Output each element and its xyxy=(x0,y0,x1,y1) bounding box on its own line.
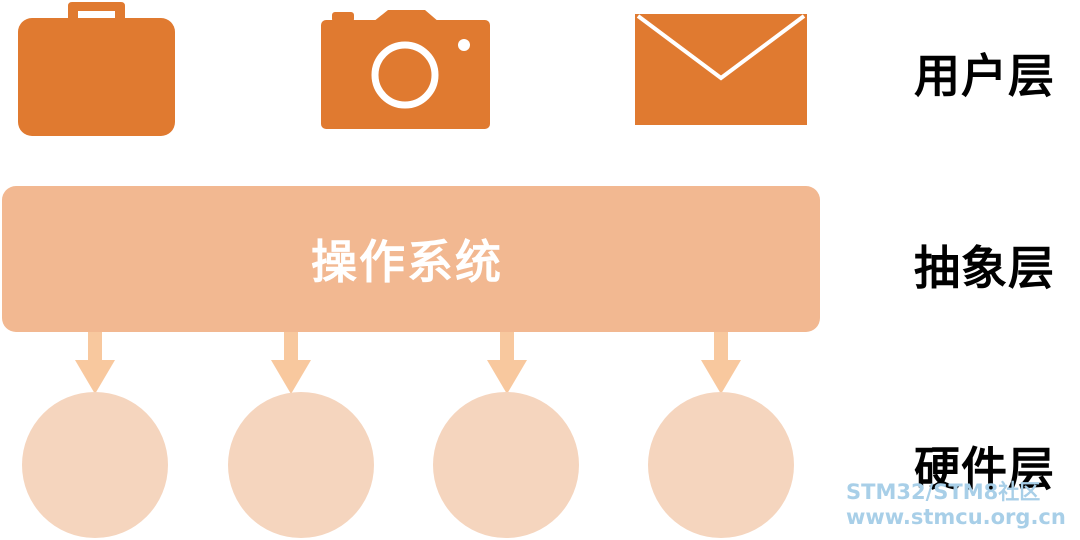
down-arrow-icon xyxy=(701,332,741,394)
hardware-layer-label: 硬件层 xyxy=(914,442,1055,496)
mail-icon xyxy=(635,14,807,125)
down-arrow-icon xyxy=(487,332,527,394)
hardware-device-circle xyxy=(433,392,579,538)
briefcase-icon xyxy=(18,2,175,136)
watermark: STM32/STM8社区 www.stmcu.org.cn xyxy=(846,480,1066,530)
down-arrow-icon xyxy=(271,332,311,394)
hardware-device-circle xyxy=(22,392,168,538)
camera-icon xyxy=(321,10,490,129)
watermark-line-2: www.stmcu.org.cn xyxy=(846,505,1066,529)
operating-system-box: 操作系统 xyxy=(2,186,820,332)
watermark-line-1: STM32/STM8社区 xyxy=(846,480,1041,504)
abstraction-layer-label: 抽象层 xyxy=(914,241,1055,295)
hardware-device-circle xyxy=(648,392,794,538)
user-layer-label: 用户层 xyxy=(914,49,1055,103)
down-arrow-icon xyxy=(75,332,115,394)
operating-system-label: 操作系统 xyxy=(311,235,503,289)
hardware-device-circle xyxy=(228,392,374,538)
